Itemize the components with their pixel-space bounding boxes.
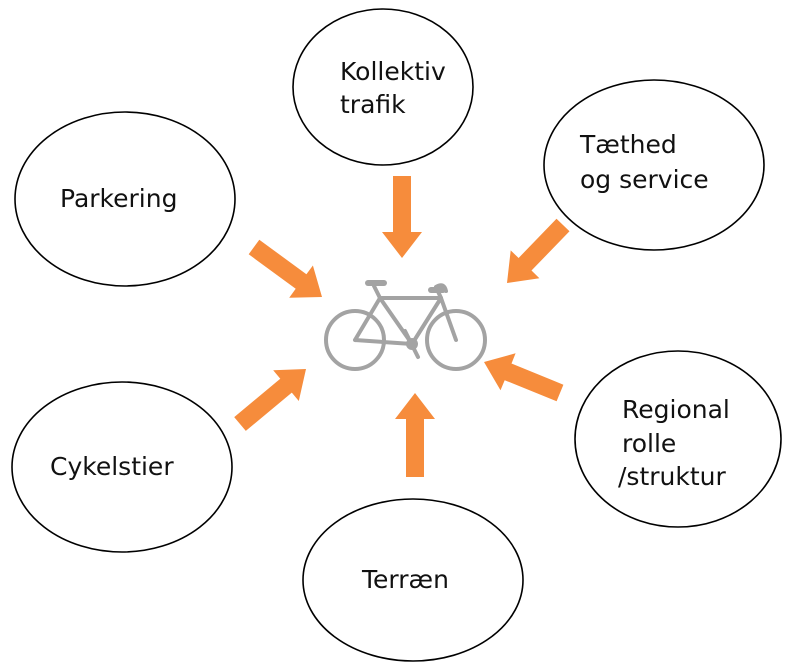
arrows-group (234, 176, 570, 477)
node-kollektiv-trafik-line2: trafik (340, 90, 406, 119)
node-cykelstier-line1: Cykelstier (50, 452, 174, 481)
arrow-from-cykelstier (234, 369, 306, 431)
arrow-from-regional-rolle (484, 353, 564, 402)
node-parkering: Parkering (14, 111, 236, 287)
node-taethed-og-service-line2: og service (580, 165, 709, 194)
node-cykelstier: Cykelstier (11, 381, 233, 553)
node-parkering-line1: Parkering (60, 184, 177, 213)
node-terraen-ellipse (302, 498, 524, 662)
bicycle-rear-wheel (324, 309, 386, 371)
arrow-from-kollektiv-trafik (382, 176, 422, 258)
bicycle-rear-frame (353, 296, 414, 346)
bicycle-handle-grip (428, 287, 446, 293)
bicycle-fork (439, 296, 458, 342)
node-taethed-og-service-line1: Tæthed (579, 130, 677, 159)
bicycle-saddle (365, 280, 387, 286)
node-regional-rolle-struktur: Regional rolle /struktur (574, 350, 782, 528)
bicycle-seat-post (372, 284, 382, 300)
bicycle-crank (403, 329, 420, 359)
arrow-from-parkering (248, 239, 322, 298)
bicycle-front-wheel (425, 309, 487, 371)
node-kollektiv-trafik-ellipse (292, 8, 474, 166)
node-regional-line2: rolle (622, 429, 676, 458)
node-regional-line1: Regional (622, 395, 730, 424)
bicycle-icon (324, 283, 487, 371)
node-kollektiv-trafik: Kollektiv trafik (292, 8, 474, 166)
arrow-from-terraen (395, 393, 435, 477)
node-terraen-line1: Terræn (361, 565, 449, 594)
node-regional-line3: /struktur (618, 462, 726, 491)
node-regional-rolle-struktur-ellipse (574, 350, 782, 528)
node-terraen: Terræn (302, 498, 524, 662)
node-parkering-ellipse (14, 111, 236, 287)
node-cykelstier-ellipse (11, 381, 233, 553)
node-kollektiv-trafik-line1: Kollektiv (340, 57, 446, 86)
node-taethed-og-service-ellipse (543, 79, 765, 251)
arrow-from-taethed-og-service (507, 218, 570, 283)
node-taethed-og-service: Tæthed og service (543, 79, 765, 251)
